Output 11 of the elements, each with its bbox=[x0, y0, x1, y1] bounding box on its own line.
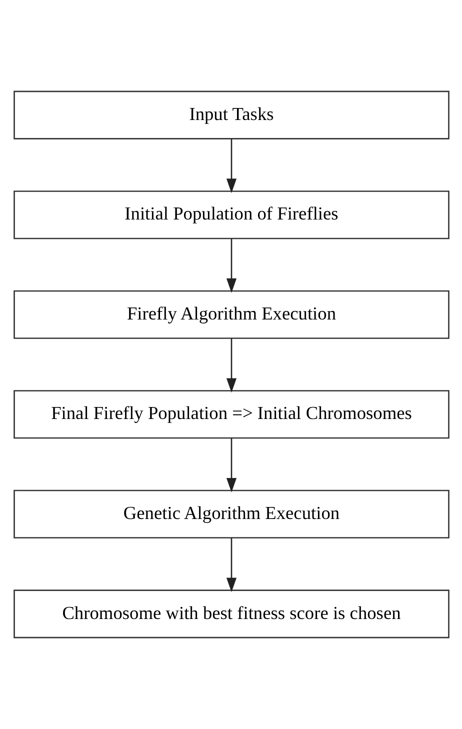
node-box: Chromosome with best fitness score is chosen bbox=[13, 590, 449, 638]
node-box: Input Tasks bbox=[13, 90, 449, 140]
arrow bbox=[226, 438, 236, 492]
node-box: Firefly Algorithm Execution bbox=[13, 290, 449, 339]
node-box: Genetic Algorithm Execution bbox=[13, 490, 449, 538]
node-box: Final Firefly Population => Initial Chromosomes bbox=[13, 390, 449, 439]
arrow bbox=[226, 338, 236, 393]
arrow bbox=[226, 138, 236, 194]
node-box: Initial Population of Fireflies bbox=[13, 190, 449, 240]
arrow bbox=[226, 238, 236, 293]
arrow bbox=[226, 538, 236, 592]
